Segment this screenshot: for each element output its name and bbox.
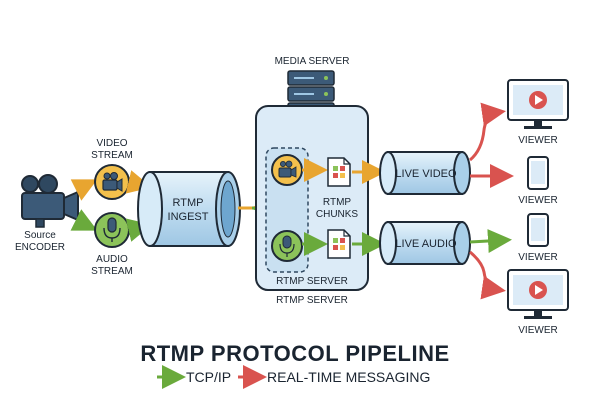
- viewer-4-label: VIEWER: [518, 325, 557, 336]
- legend-realtime-label: REAL-TIME MESSAGING: [267, 369, 430, 385]
- chunks-label-line2: CHUNKS: [316, 209, 359, 220]
- phone-icon: [527, 156, 549, 190]
- source-label-line2: ENCODER: [15, 242, 65, 253]
- video-stream: VIDEO STREAM: [91, 138, 133, 200]
- microphone-icon: [279, 235, 295, 257]
- microphone-icon: [103, 217, 121, 242]
- document-icon: [327, 157, 351, 187]
- viewer-2: VIEWER: [518, 156, 558, 206]
- chunks-label-line1: RTMP: [323, 197, 351, 208]
- document-icon: [327, 229, 351, 259]
- live-audio-to-viewer-4-arrow: [469, 250, 506, 300]
- server-video-stream: [271, 154, 303, 186]
- source-encoder: Source ENCODER: [15, 174, 79, 253]
- video-camera-icon: [278, 160, 297, 178]
- server-audio-stream: [271, 230, 303, 262]
- viewer-4: VIEWER: [507, 269, 569, 336]
- audio-stream: AUDIO STREAM: [91, 212, 133, 277]
- live-video-label: LIVE VIDEO: [395, 168, 457, 180]
- viewer-3: VIEWER: [518, 213, 558, 263]
- monitor-icon: [507, 269, 569, 319]
- live-audio-label: LIVE AUDIO: [395, 238, 457, 250]
- source-label-line1: Source: [24, 230, 56, 241]
- rtmp-server-panel: RTMP CHUNKS RTMP SERVER: [255, 105, 369, 291]
- viewer-1: VIEWER: [507, 79, 569, 146]
- live-audio-pipe: LIVE AUDIO: [379, 221, 471, 265]
- ingest-label-line1: RTMP: [173, 197, 204, 209]
- legend: TCP/IP REAL-TIME MESSAGING: [157, 365, 430, 389]
- source-to-video-arrow: [70, 179, 98, 201]
- monitor-icon: [507, 79, 569, 129]
- rtmp-server-outer-label: RTMP SERVER: [276, 295, 348, 306]
- rtmp-server-inner-label: RTMP SERVER: [276, 276, 348, 287]
- phone-icon: [527, 213, 549, 247]
- viewer-2-label: VIEWER: [518, 195, 557, 206]
- legend-tcp-label: TCP/IP: [186, 369, 231, 385]
- ingest-label-line2: INGEST: [168, 211, 209, 223]
- live-video-to-viewer-1-arrow: [468, 102, 506, 162]
- audio-stream-label-line1: AUDIO: [96, 254, 128, 265]
- viewer-1-label: VIEWER: [518, 135, 557, 146]
- live-audio-to-viewer-3-arrow: [469, 229, 512, 253]
- video-stream-label-line2: STREAM: [91, 150, 133, 161]
- rtmp-ingest-pipe: RTMP INGEST: [137, 171, 241, 247]
- video-camera-icon: [21, 174, 79, 228]
- audio-stream-label-line2: STREAM: [91, 266, 133, 277]
- viewer-3-label: VIEWER: [518, 252, 557, 263]
- video-camera-icon: [102, 172, 123, 192]
- live-video-pipe: LIVE VIDEO: [379, 151, 471, 195]
- source-to-audio-arrow: [70, 209, 98, 231]
- video-stream-label-line1: VIDEO: [96, 138, 127, 149]
- diagram-title: RTMP PROTOCOL PIPELINE: [140, 341, 449, 366]
- media-server-label: MEDIA SERVER: [275, 56, 350, 67]
